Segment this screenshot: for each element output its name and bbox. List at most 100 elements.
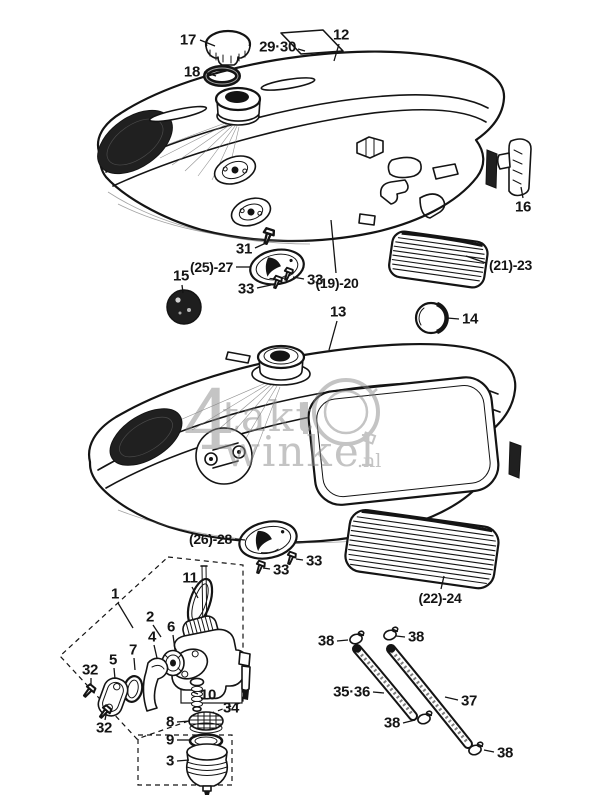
part-label-35·36: 35·36 [333, 684, 370, 701]
upper-tank-strip-line [112, 108, 487, 187]
upper-tank-boss-1 [213, 155, 257, 185]
leader-line-35·36 [372, 691, 385, 694]
upper-tank-filler-neck [214, 86, 262, 126]
part-label-32: 32 [82, 662, 98, 679]
part-label-5: 5 [109, 652, 117, 669]
part-label-29·30: 29·30 [259, 39, 296, 56]
leader-line-6 [172, 634, 176, 651]
leader-line-8 [176, 720, 191, 723]
tank-emblem-right-part [249, 248, 305, 286]
part-label-1: 1 [111, 586, 119, 603]
lower-tank-emblem-boss [195, 427, 253, 485]
watermark-bar [303, 402, 308, 434]
cap-14-part [414, 301, 449, 335]
leader-line-(21)-23 [465, 255, 487, 264]
part-label-33: 33 [306, 553, 322, 570]
leader-line-(26)-28 [234, 538, 246, 541]
knee-pad-right-part [388, 230, 489, 289]
part-label-33: 33 [307, 272, 323, 289]
lower-fuel-tank-illustration [88, 342, 522, 590]
leader-line-14 [446, 317, 460, 320]
part-label-6: 6 [167, 619, 175, 636]
cushion-15-part [166, 289, 202, 325]
leader-line-1 [117, 602, 134, 629]
part-label-(21)-23: (21)-23 [489, 257, 533, 273]
upper-fuel-tank-illustration [96, 29, 532, 335]
leader-line-37 [444, 696, 459, 701]
callout-layer: 171829·301216(21)-2331(25)-273333(19)-20… [82, 27, 533, 770]
screw-33-part-c [253, 559, 267, 576]
leader-line-7 [133, 657, 136, 671]
leader-line-2 [152, 624, 162, 638]
knee-pad-left-part [344, 508, 500, 590]
part-label-4: 4 [148, 629, 157, 646]
part-label-34: 34 [223, 700, 240, 717]
part-label-10: 10 [200, 687, 216, 704]
fuel-lever-detail [151, 664, 165, 670]
part-label-(25)-27: (25)-27 [190, 259, 234, 275]
leader-line-17 [199, 39, 216, 47]
leader-line-31 [254, 242, 267, 249]
part-label-13: 13 [330, 304, 346, 321]
petcock-dashed-box [59, 556, 244, 740]
leader-line-18 [203, 71, 217, 77]
part-label-32: 32 [96, 720, 112, 737]
part-label-38: 38 [497, 745, 513, 762]
part-label-17: 17 [180, 32, 196, 49]
leader-line-33 [262, 567, 271, 570]
screw-32-part-a [80, 682, 98, 701]
part-label-33: 33 [273, 562, 289, 579]
part-label-38: 38 [408, 629, 424, 646]
part-label-(19)-20: (19)-20 [315, 275, 359, 291]
watermark-word-winkel: winkel [224, 427, 376, 476]
leader-line-38 [336, 639, 349, 642]
leader-line-16 [520, 186, 524, 199]
part-label-18: 18 [184, 64, 200, 81]
caution-decal-part [280, 29, 344, 55]
part-label-38: 38 [384, 715, 400, 732]
part-label-3: 3 [166, 753, 174, 770]
upper-tank-belly-shade [107, 191, 311, 245]
lower-tank-filler-neck [225, 344, 311, 386]
leader-line-38 [402, 719, 416, 724]
petcock-assembly-illustration [59, 556, 251, 795]
tank-cushion-16-part [496, 138, 532, 197]
leader-line-12 [333, 43, 340, 62]
filler-gasket-part [203, 65, 241, 87]
leader-line-33 [295, 558, 304, 561]
part-label-37: 37 [461, 693, 477, 710]
leader-line-5 [113, 667, 116, 680]
lower-tank-belly-shade [117, 509, 371, 544]
hose-clip-part-a [347, 629, 367, 646]
fuel-hose-35-36 [352, 644, 418, 721]
watermark-numeral: 4 [183, 374, 235, 469]
part-label-33: 33 [238, 281, 254, 298]
leader-line-38 [483, 749, 495, 753]
watermark-logo-circle [312, 378, 380, 446]
hose-clip-part-b [381, 625, 401, 642]
watermark: 4 takt winkel .nl [183, 374, 381, 476]
part-label-(26)-28: (26)-28 [189, 531, 233, 547]
leader-line-(22)-24 [440, 575, 445, 590]
lower-tank-nose-panel [109, 408, 183, 466]
upper-tank-boss-2 [230, 197, 272, 227]
leader-line-(19)-20 [330, 219, 337, 274]
leader-line-38 [395, 635, 406, 638]
part-label-31: 31 [236, 241, 252, 258]
leader-line-13 [328, 320, 338, 351]
leader-line-10 [192, 691, 199, 695]
part-label-15: 15 [173, 268, 189, 285]
upper-tank-side-tab [485, 149, 498, 189]
upper-tank-nose-panel [97, 109, 173, 175]
upper-tank-belly-shade2 [117, 203, 306, 242]
part-label-12: 12 [333, 27, 349, 44]
leader-line-29·30 [297, 48, 306, 52]
upper-tank-rubber-block [356, 136, 384, 159]
lower-tank-side-tab [508, 441, 522, 479]
leader-line-3 [176, 759, 190, 762]
hose-clip-part-c [415, 709, 435, 726]
watermark-word-takt: takt [222, 392, 314, 441]
fuel-cap-part [204, 29, 252, 66]
leader-line-11 [191, 586, 199, 599]
